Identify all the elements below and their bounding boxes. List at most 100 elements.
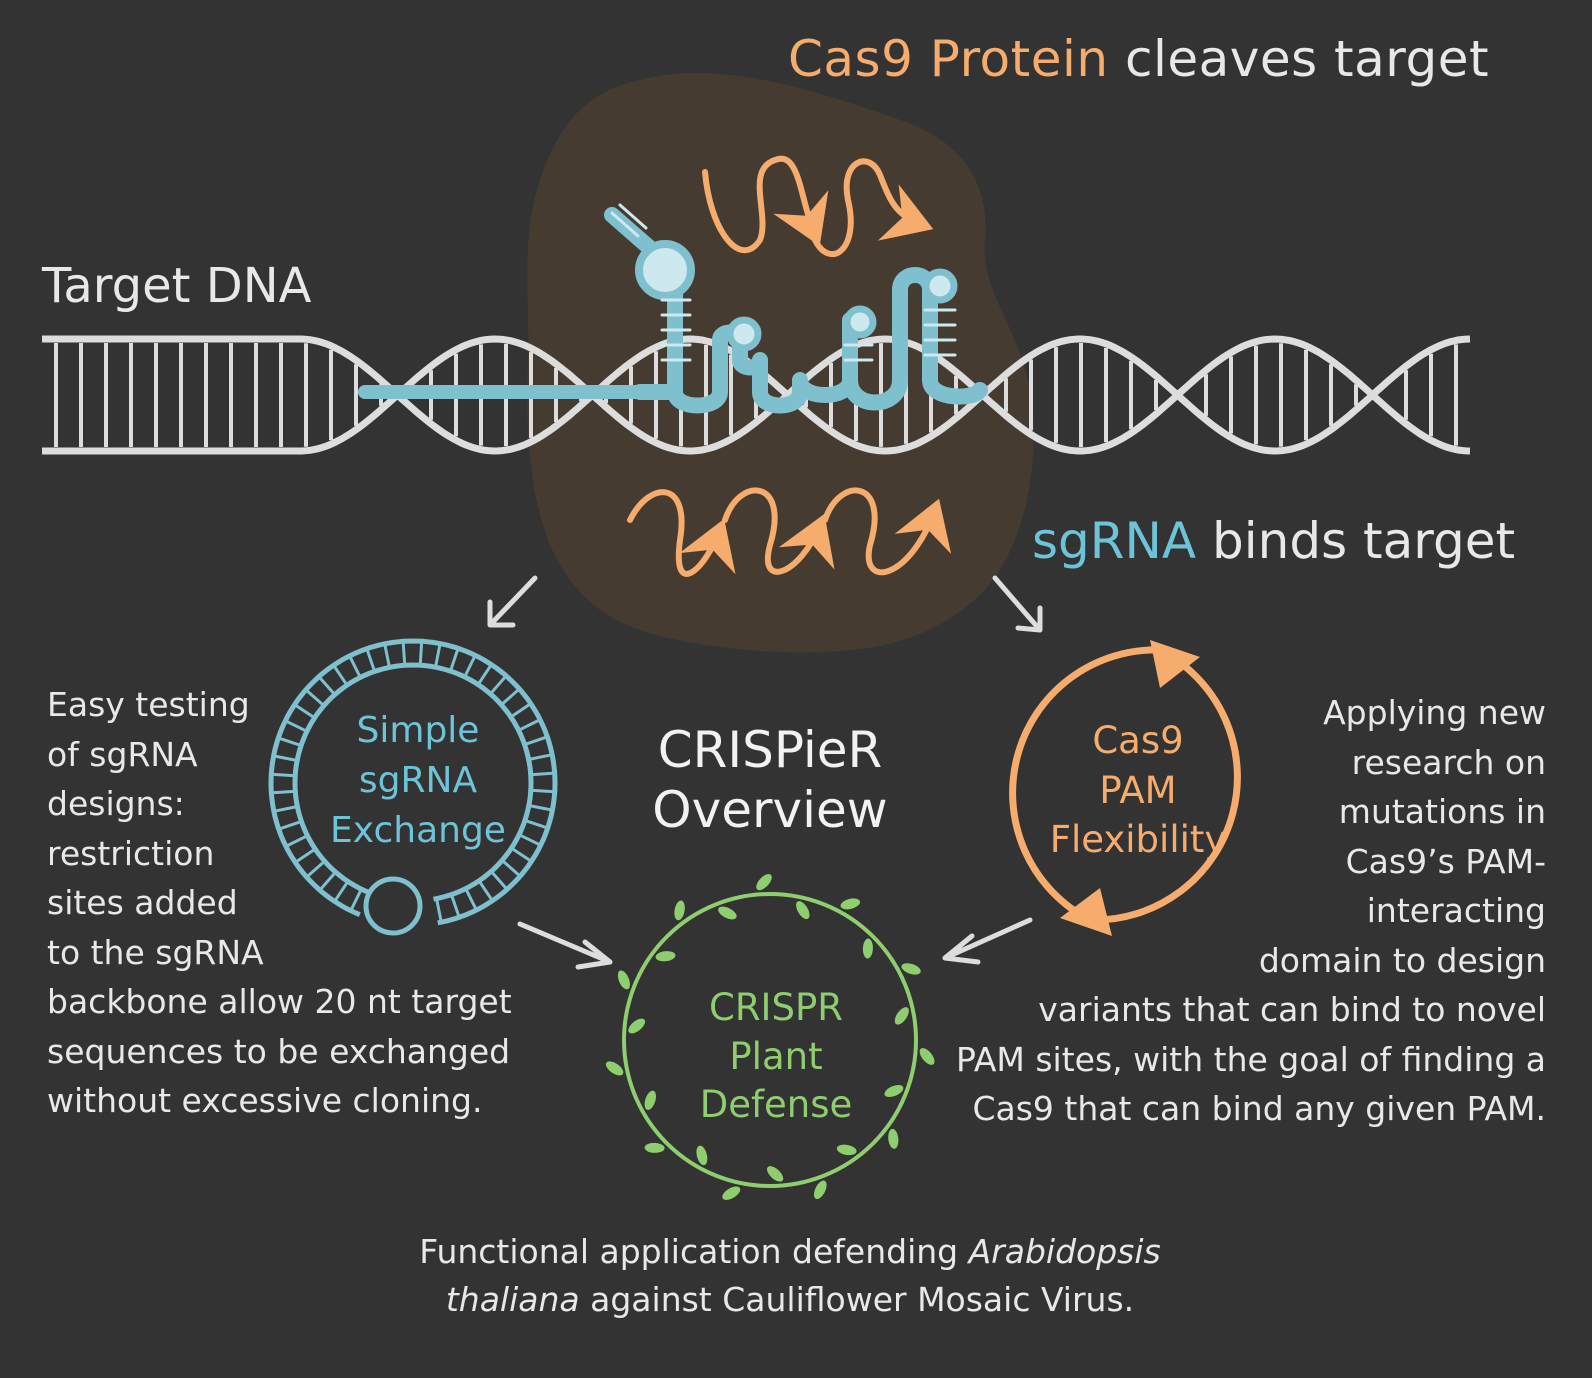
plant-defense-description: Functional application defending Arabido… xyxy=(300,1228,1280,1324)
ring-label-line: sgRNA xyxy=(358,760,478,801)
leaf xyxy=(796,901,810,920)
ring-rung xyxy=(273,754,298,762)
ring-label-line: Exchange xyxy=(330,810,506,851)
right-text-line: research on xyxy=(1351,742,1546,782)
binds-target-text: binds target xyxy=(1196,512,1516,570)
ring-rung xyxy=(271,772,296,778)
ring-rung xyxy=(517,718,541,732)
ring-rung xyxy=(401,641,407,666)
left-text-line: backbone allow 20 nt target xyxy=(47,982,512,1021)
right-text-line: Cas9’s PAM- xyxy=(1345,841,1546,881)
overview-title: CRISPieR Overview xyxy=(630,720,910,840)
ring-rung xyxy=(530,788,555,794)
plant-defense-ring xyxy=(605,874,935,1200)
ring-rung xyxy=(518,833,542,847)
ring-rung xyxy=(418,641,424,666)
ring-rung xyxy=(318,871,337,892)
leaf xyxy=(836,1144,857,1156)
leaf xyxy=(813,1180,827,1200)
left-text-line: without excessive cloning. xyxy=(47,1081,483,1120)
ring-rung xyxy=(277,736,302,748)
flow-arrows xyxy=(487,575,1043,970)
sgrna-exchange-description: Easy testing of sgRNA designs: restricti… xyxy=(47,680,512,1126)
ring-rung xyxy=(332,664,349,687)
ring-rung xyxy=(448,647,460,672)
ring-rung xyxy=(477,879,494,902)
leaf xyxy=(767,1166,784,1182)
leaf xyxy=(674,900,685,921)
left-text-line: of sgRNA xyxy=(47,734,198,774)
pam-flexibility-label: Cas9 PAM Flexibility xyxy=(1033,716,1243,865)
leaf xyxy=(894,1007,909,1025)
protein-squiggles-bottom xyxy=(627,487,952,577)
leaf xyxy=(655,951,676,962)
right-text-line: mutations in xyxy=(1338,792,1546,831)
ring-rung xyxy=(489,674,508,695)
overview-line: Overview xyxy=(652,781,888,839)
leaf xyxy=(617,970,630,990)
left-text-line: restriction xyxy=(47,833,215,873)
ring-rung xyxy=(435,898,443,923)
protein-squiggles-top xyxy=(702,155,934,258)
ring-rung xyxy=(500,687,521,706)
right-text-line: Applying new xyxy=(1323,693,1546,732)
leaf xyxy=(718,906,737,920)
leaf xyxy=(919,1048,935,1065)
species-epithet: thaliana xyxy=(445,1280,580,1319)
right-text-line: variants that can bind to novel xyxy=(1038,990,1546,1029)
ring-rung xyxy=(284,719,308,733)
ring-label-line: PAM xyxy=(1099,768,1177,812)
sgrna-binds-title: sgRNA binds target xyxy=(1032,512,1515,570)
ring-rung xyxy=(524,818,549,830)
pam-flexibility-ring xyxy=(1009,640,1241,936)
leaf xyxy=(644,1090,656,1110)
leaf xyxy=(901,963,921,975)
ring-rung xyxy=(528,804,553,812)
ring-rung xyxy=(530,771,555,777)
cleaves-target-text: cleaves target xyxy=(1108,30,1490,88)
plant-defense-label: CRISPR Plant Defense xyxy=(676,984,876,1130)
ring-rung xyxy=(490,870,509,891)
ring-rung xyxy=(383,643,391,668)
ring-label-line: CRISPR xyxy=(709,986,843,1029)
ring-rung xyxy=(285,834,309,848)
target-dna-label: Target DNA xyxy=(42,258,312,314)
ring-rung xyxy=(317,675,336,696)
leaf xyxy=(756,874,772,891)
ring-rung xyxy=(464,887,478,911)
left-text-line: Easy testing xyxy=(47,685,250,724)
ring-rung xyxy=(528,753,553,761)
ring-rung xyxy=(294,847,317,864)
bottom-text-line-2: thaliana against Cauliflower Mosaic Viru… xyxy=(300,1276,1280,1324)
ring-label-line: Flexibility xyxy=(1049,818,1227,861)
ring-rung xyxy=(501,859,522,878)
leaf xyxy=(628,1018,646,1034)
ring-rung xyxy=(273,805,298,813)
ring-rung xyxy=(278,819,302,831)
right-text-line: domain to design xyxy=(1258,940,1546,980)
left-text-line: to the sgRNA xyxy=(47,932,264,972)
sgrna-highlight: sgRNA xyxy=(1032,512,1197,570)
ring-rung xyxy=(293,703,316,720)
leaf xyxy=(722,1186,741,1200)
ring-label-line: Defense xyxy=(699,1083,853,1126)
leaf xyxy=(644,1142,665,1153)
leaf xyxy=(888,1128,899,1149)
ring-rung xyxy=(524,735,548,747)
leaf xyxy=(605,1061,624,1076)
left-text-line: designs: xyxy=(47,784,185,823)
ring-rung xyxy=(434,643,442,668)
ring-rung xyxy=(449,894,461,918)
ring-rung xyxy=(509,702,532,719)
ring-rung xyxy=(304,688,325,707)
ring-rung xyxy=(305,860,326,879)
ring-label-line: Plant xyxy=(729,1034,823,1078)
ring-rung xyxy=(333,880,350,903)
sgrna-molecule xyxy=(358,203,988,414)
left-text-line: sites added xyxy=(47,883,238,922)
overview-line: CRISPieR xyxy=(657,721,883,779)
sgrna-exchange-ring xyxy=(268,638,558,936)
sgrna-exchange-label: Simple sgRNA Exchange xyxy=(318,706,518,856)
ring-label-line: Cas9 xyxy=(1092,719,1184,762)
